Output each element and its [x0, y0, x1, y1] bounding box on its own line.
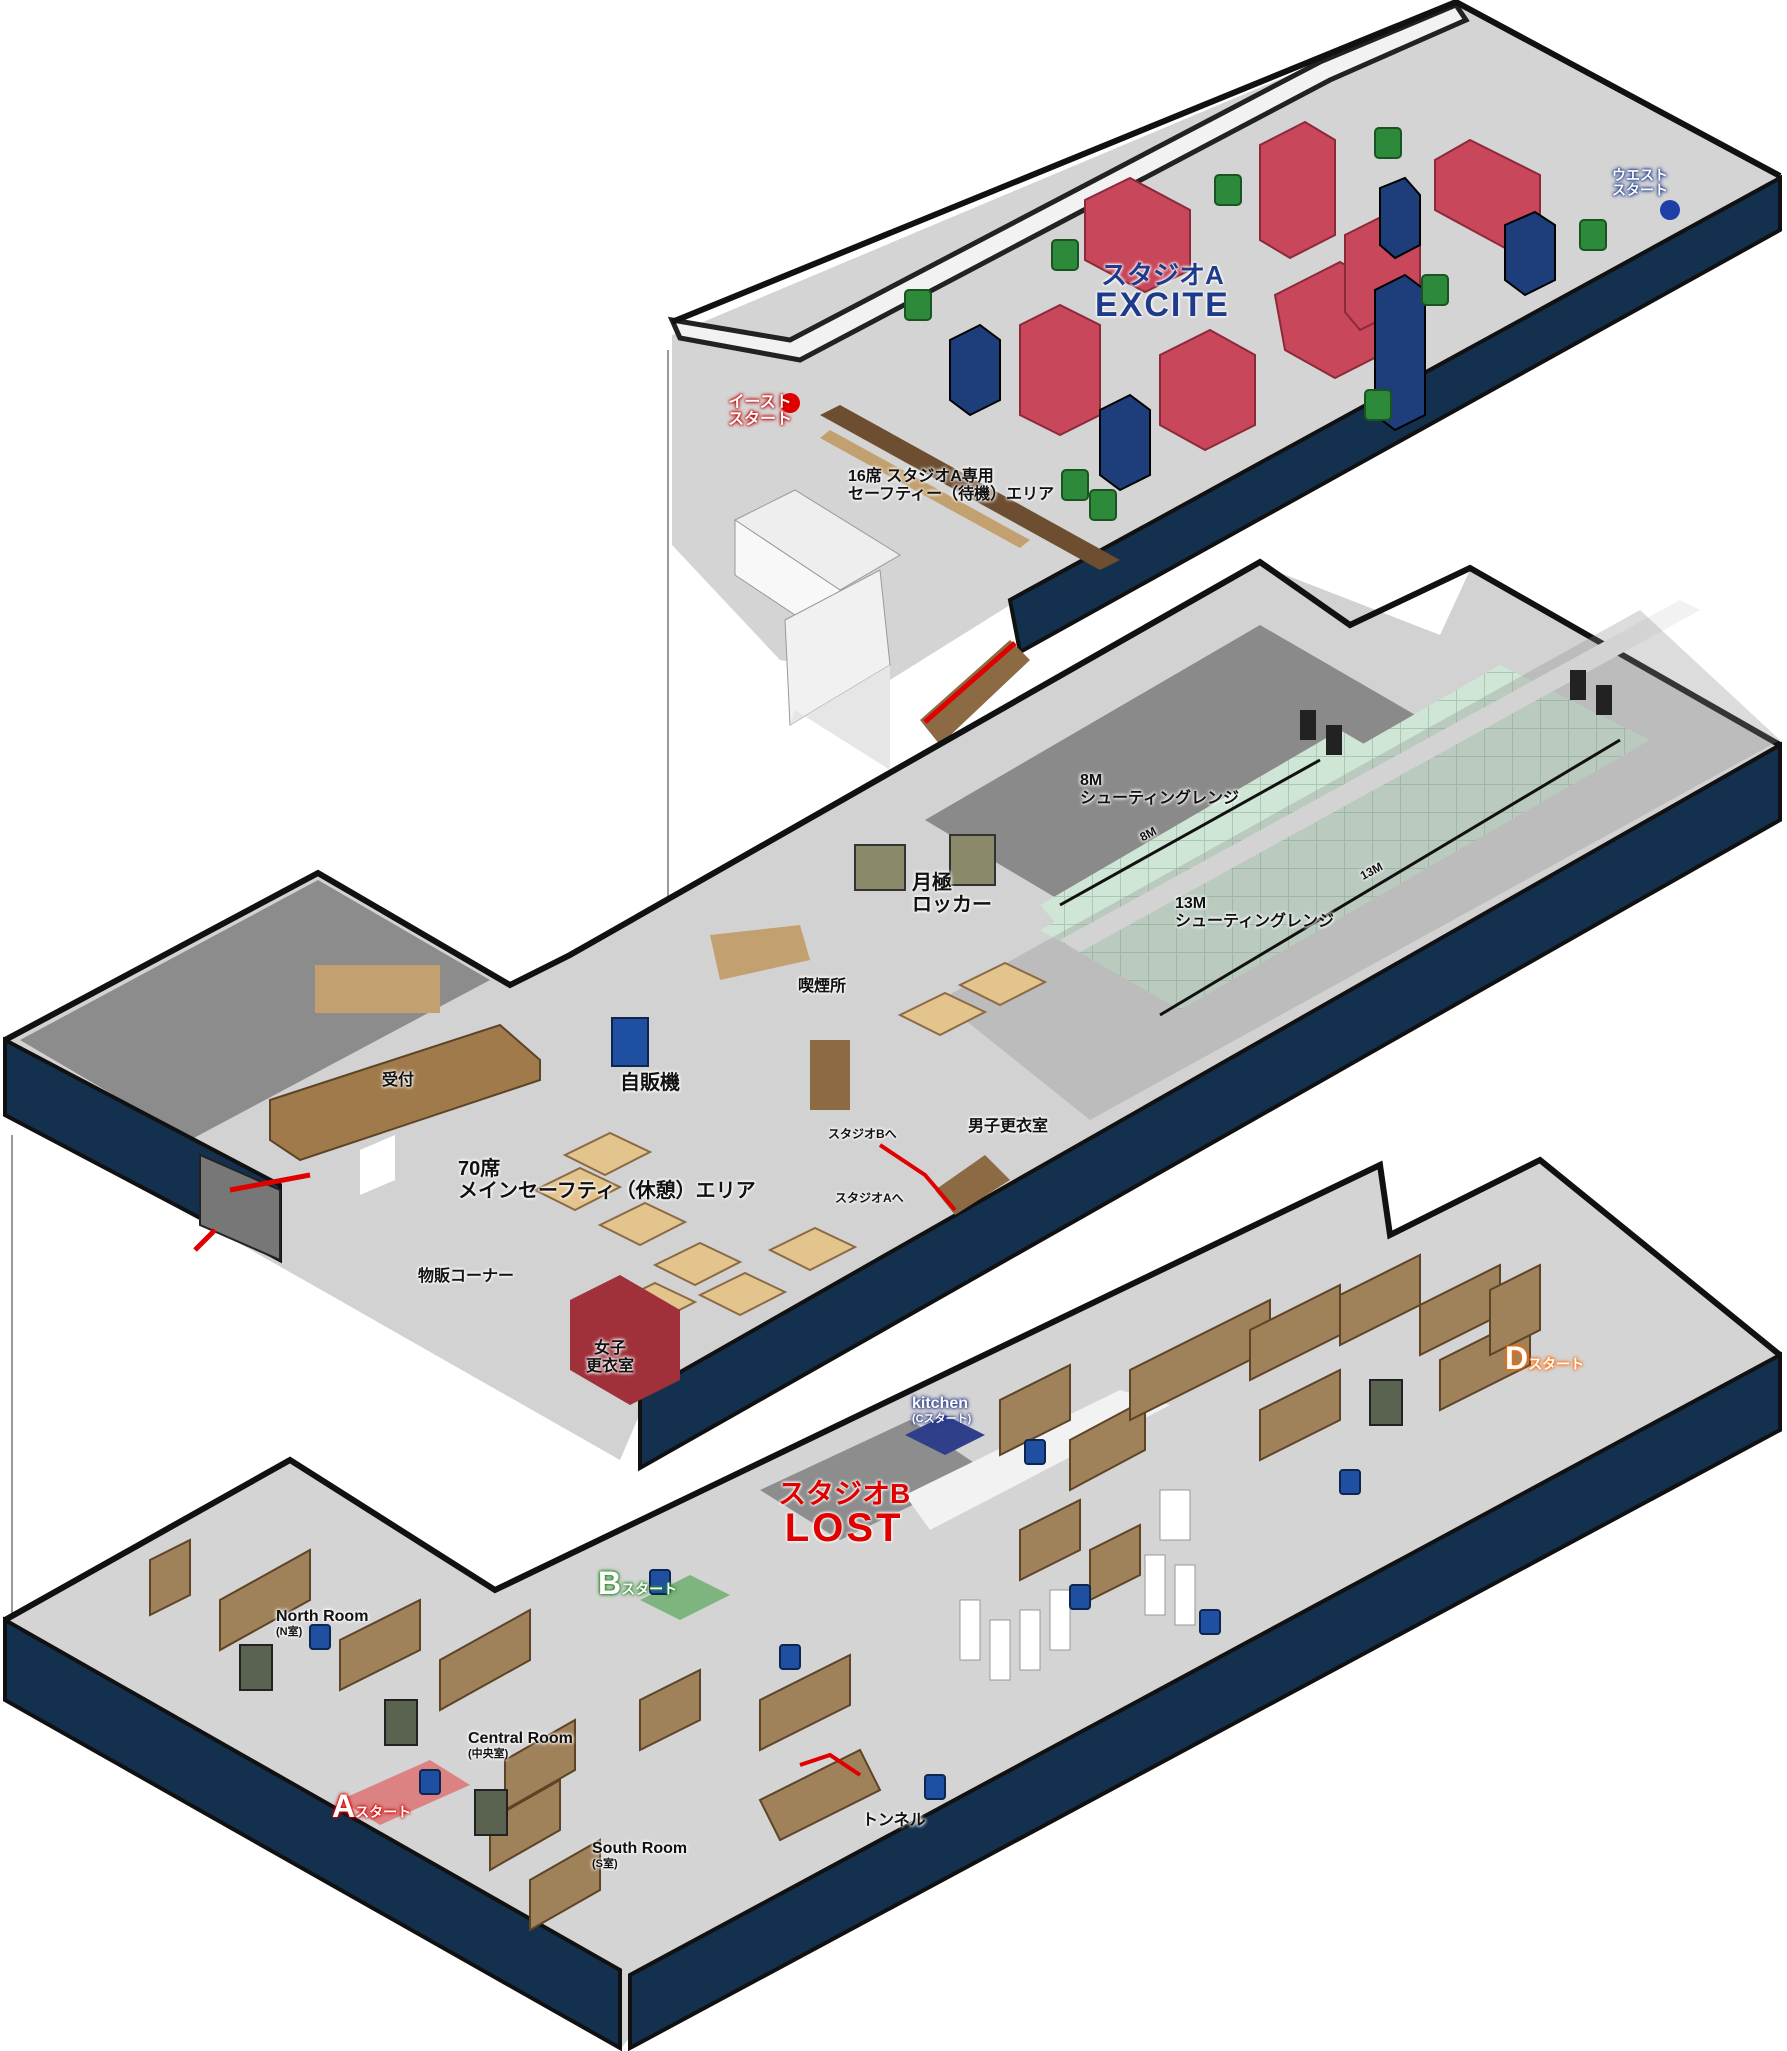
tables-group — [532, 961, 1048, 1327]
range-8m-arrow — [1059, 758, 1321, 907]
reception-label: 受付 — [382, 1072, 415, 1089]
main-area-line2: メインセーフティ（休憩）エリア — [458, 1180, 756, 1202]
drum-icon — [309, 1439, 1361, 1800]
range-8m-label: 8M シューティングレンジ — [1080, 772, 1239, 807]
north-room-sub: (N室) — [276, 1625, 303, 1638]
main-area-label: 70席 メインセーフティ（休憩）エリア — [458, 1158, 756, 1202]
stairs-icon — [920, 640, 1030, 745]
range-13m-arrow — [1159, 738, 1621, 1017]
locker-line2: ロッカー — [912, 894, 992, 916]
west-start-label: ウエスト スタート — [1612, 168, 1668, 197]
bottom-floor — [3, 1156, 1782, 2051]
middle-floor — [3, 558, 1782, 1472]
vending-machine-icon — [611, 1017, 649, 1067]
b-start-small: スタート — [621, 1581, 678, 1597]
central-room-text: Central Room — [468, 1730, 573, 1747]
studio-a-title-line1: スタジオA — [1101, 260, 1224, 290]
barricade-red-group — [1019, 120, 1541, 452]
kitchen-label: kitchen (Cスタート) — [912, 1395, 971, 1425]
exit-arrow-icon — [193, 1172, 311, 1252]
b-start-label: Bスタート — [598, 1565, 677, 1602]
reception-counter — [269, 1023, 541, 1162]
central-room-sub: (中央室) — [468, 1747, 509, 1760]
target-icon — [1300, 670, 1612, 755]
bottom-floor-front-wall — [3, 1616, 622, 2051]
tunnel-label: トンネル — [862, 1812, 926, 1829]
womens-line2: 更衣室 — [586, 1357, 635, 1375]
d-start-big: D — [1505, 1340, 1529, 1376]
kitchen-text: kitchen — [912, 1395, 969, 1412]
kitchen-sub: (Cスタート) — [912, 1412, 972, 1425]
locker-icon — [854, 834, 996, 891]
west-start-text: ウエスト スタート — [1612, 167, 1668, 198]
stairs-icon — [878, 1143, 1010, 1215]
studio-a-title-line2: EXCITE — [1095, 286, 1230, 324]
locker-line1: 月極 — [912, 872, 952, 894]
studio-b-title-line1: スタジオB — [778, 1478, 911, 1509]
safety-area-line1: 16席 スタジオA専用 — [848, 468, 994, 485]
east-start-label: イースト スタート — [728, 394, 793, 429]
south-room-text: South Room — [592, 1840, 688, 1857]
vending-label: 自販機 — [620, 1072, 680, 1094]
mens-room-label: 男子更衣室 — [968, 1118, 1049, 1135]
womens-room-label: 女子 更衣室 — [586, 1340, 634, 1375]
smoking-label: 喫煙所 — [798, 978, 847, 995]
range-8m-line2: シューティングレンジ — [1080, 789, 1240, 807]
locker-label: 月極 ロッカー — [912, 872, 992, 916]
range-8m-line1: 8M — [1080, 772, 1103, 789]
safety-area-label: 16席 スタジオA専用 セーフティー（待機）エリア — [848, 468, 1054, 503]
studio-a-title: スタジオA EXCITE — [1095, 262, 1230, 322]
shelf-group — [239, 1379, 1403, 1836]
to-studio-b-label: スタジオBへ — [828, 1127, 897, 1141]
a-start-small: スタート — [355, 1804, 412, 1820]
b-start-big: B — [598, 1565, 622, 1601]
north-room-text: North Room — [276, 1608, 369, 1625]
drum-icon — [904, 127, 1607, 521]
safety-area-line2: セーフティー（待機）エリア — [848, 485, 1055, 503]
shop-label: 物販コーナー — [418, 1268, 515, 1285]
a-start-label: Aスタート — [332, 1788, 411, 1825]
north-room-label: North Room (N室) — [276, 1608, 368, 1638]
d-start-small: スタート — [1528, 1356, 1585, 1372]
central-room-label: Central Room (中央室) — [468, 1730, 573, 1760]
pillar-group — [949, 176, 1556, 492]
top-floor — [667, 0, 1782, 770]
main-area-line1: 70席 — [458, 1158, 501, 1180]
d-start-label: Dスタート — [1505, 1340, 1584, 1377]
range-13m-line1: 13M — [1175, 895, 1207, 912]
east-start-text: イースト スタート — [728, 394, 793, 428]
range-13m-label: 13M シューティングレンジ — [1175, 895, 1334, 930]
range-13m-line2: シューティングレンジ — [1175, 912, 1335, 930]
to-studio-a-label: スタジオAへ — [835, 1191, 904, 1205]
south-room-label: South Room (S室) — [592, 1840, 687, 1870]
barricade-brown-group — [149, 1253, 1541, 1932]
studio-b-title-line2: LOST — [784, 1506, 904, 1550]
womens-line1: 女子 — [594, 1340, 627, 1357]
south-room-sub: (S室) — [592, 1857, 618, 1870]
a-start-big: A — [332, 1788, 356, 1824]
white-panel-group — [959, 1489, 1196, 1681]
studio-b-title: スタジオB LOST — [778, 1478, 911, 1550]
